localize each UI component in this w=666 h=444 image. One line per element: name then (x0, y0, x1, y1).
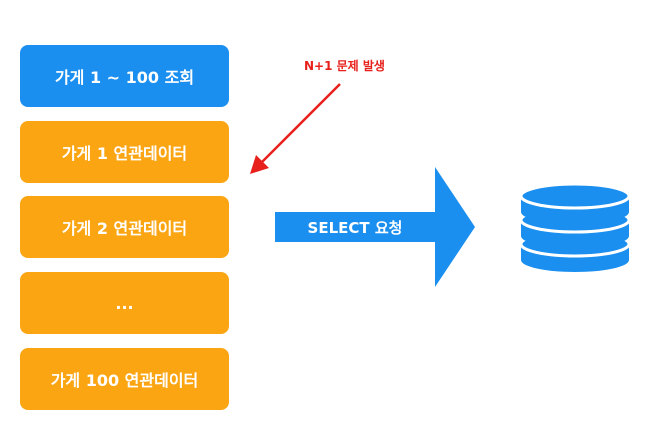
store-100-related-data-box: 가게 100 연관데이터 (20, 348, 229, 410)
select-request-label: SELECT 요청 (307, 218, 403, 237)
store-100-related-data-label: 가게 100 연관데이터 (50, 371, 199, 390)
store-list-query-box: 가게 1 ~ 100 조회 (20, 45, 229, 107)
ellipsis-box: ... (20, 272, 229, 334)
store-1-related-data-box: 가게 1 연관데이터 (20, 121, 229, 183)
store-1-related-data-label: 가게 1 연관데이터 (61, 144, 188, 163)
select-request-arrow (275, 167, 475, 287)
store-2-related-data-box: 가게 2 연관데이터 (20, 196, 229, 258)
store-2-related-data-label: 가게 2 연관데이터 (61, 219, 188, 238)
ellipsis-label: ... (115, 293, 134, 313)
n-plus-one-problem-label: N+1 문제 발생 (304, 59, 385, 73)
store-list-query-label: 가게 1 ~ 100 조회 (54, 68, 195, 87)
database-icon (519, 182, 631, 272)
